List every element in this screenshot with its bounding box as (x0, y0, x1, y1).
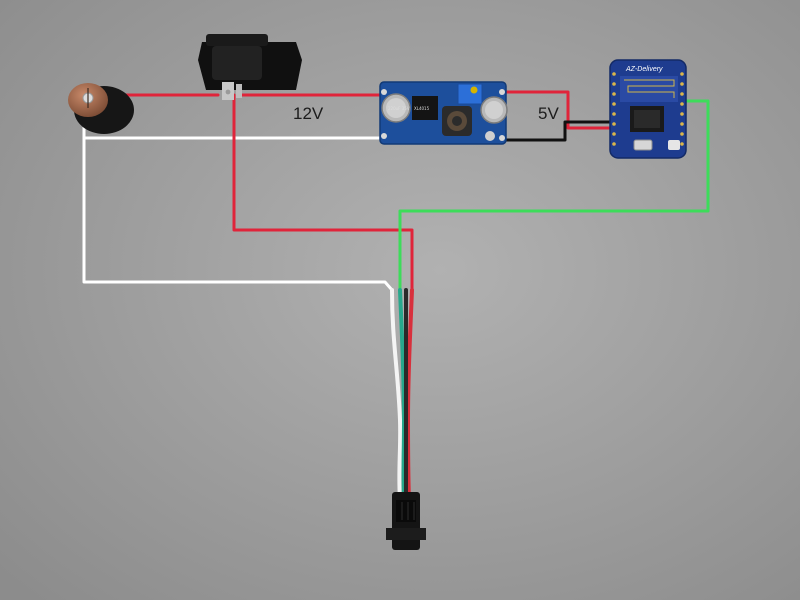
bundle-white-wire (390, 288, 403, 502)
microcontroller-board: AZ-Delivery (609, 59, 687, 159)
bundle-red-wire (406, 288, 414, 502)
buck-converter: 220uF 35V XL4015 (379, 81, 508, 145)
capacitor-marking: 220uF 35V (388, 106, 410, 111)
trim-potentiometer (457, 83, 483, 105)
reset-button (668, 140, 680, 150)
green-data-wire (398, 99, 710, 292)
red-wire-12v-to-connector (232, 93, 414, 292)
chip-marking: XL4015 (414, 106, 430, 111)
bundle-green-wire (398, 288, 406, 502)
jst-connector (386, 492, 426, 550)
black-wire-5v-ground (498, 120, 614, 142)
input-voltage-label: 12V (293, 104, 324, 123)
output-voltage-label: 5V (538, 104, 559, 123)
board-brand: AZ-Delivery (625, 66, 663, 73)
regulator-chip (412, 96, 438, 120)
dc-jack (68, 83, 134, 134)
white-ground-wire (82, 118, 394, 292)
red-wire-5v-out (498, 90, 616, 130)
usb-port (633, 139, 653, 151)
rocker-switch (198, 34, 302, 100)
